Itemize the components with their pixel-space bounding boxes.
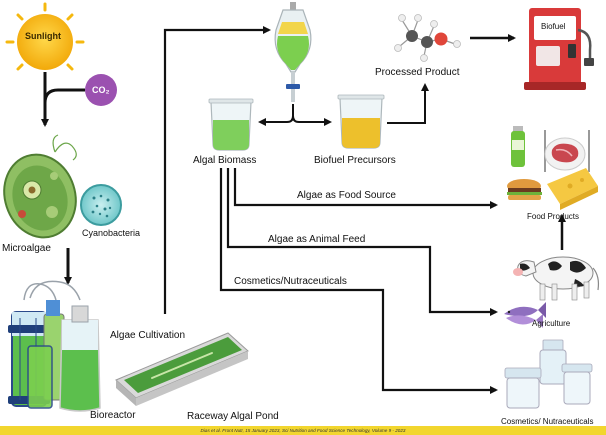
molecule-icon (394, 14, 461, 62)
processed-product-label: Processed Product (375, 67, 460, 78)
sun-icon (5, 2, 85, 82)
fish-icon (504, 302, 546, 328)
food-source-edge-label: Algae as Food Source (297, 190, 396, 201)
biofuel-precursors-label: Biofuel Precursors (314, 155, 396, 166)
food-products-icon (507, 126, 598, 210)
algal-biomass-beaker-icon (208, 98, 254, 151)
algae-cultivation-label: Algae Cultivation (110, 330, 186, 341)
bioreactor-icon (8, 280, 101, 412)
biomass-distribution-lines (219, 168, 498, 394)
arrow-precursors-to-product (387, 83, 429, 124)
arrow-animal-feed (226, 168, 498, 316)
arrow-sun-to-microalgae (41, 72, 85, 127)
co2-label: CO₂ (92, 85, 110, 95)
cosmetics-nutraceuticals-label: Cosmetics/ Nutraceuticals (501, 417, 594, 426)
raceway-pond-icon (115, 332, 249, 406)
algal-biomass-label: Algal Biomass (193, 155, 257, 166)
separatory-funnel-icon (274, 2, 312, 102)
arrow-funnel-split (258, 104, 332, 126)
cow-icon (513, 256, 600, 301)
bioreactor-label: Bioreactor (90, 410, 136, 421)
co2-icon (85, 74, 117, 106)
arrow-food-source (233, 168, 498, 209)
cyanobacteria-label: Cyanobacteria (82, 228, 141, 238)
cosmetics-icon (504, 339, 593, 409)
citation-bar: Dias et al. Front Nutr, 15 January 2023,… (0, 426, 606, 435)
arrow-cultivation-to-separator (163, 26, 271, 314)
microalgae-label: Microalgae (2, 243, 51, 254)
raceway-pond-label: Raceway Algal Pond (187, 411, 279, 422)
sunlight-label: Sunlight (25, 31, 61, 41)
pump-screen-label: Biofuel (541, 22, 566, 31)
cosmetics-edge-label: Cosmetics/Nutraceuticals (234, 276, 347, 287)
cyanobacteria-icon (80, 184, 122, 226)
microalgae-icon (3, 134, 77, 239)
fuel-pump-icon (524, 8, 594, 90)
agriculture-label: Agriculture (532, 319, 571, 328)
biofuel-precursors-beaker-icon (337, 94, 385, 149)
animal-feed-edge-label: Algae as Animal Feed (268, 234, 366, 245)
food-products-label: Food Products (527, 212, 580, 221)
arrow-cosmetics (219, 168, 498, 394)
